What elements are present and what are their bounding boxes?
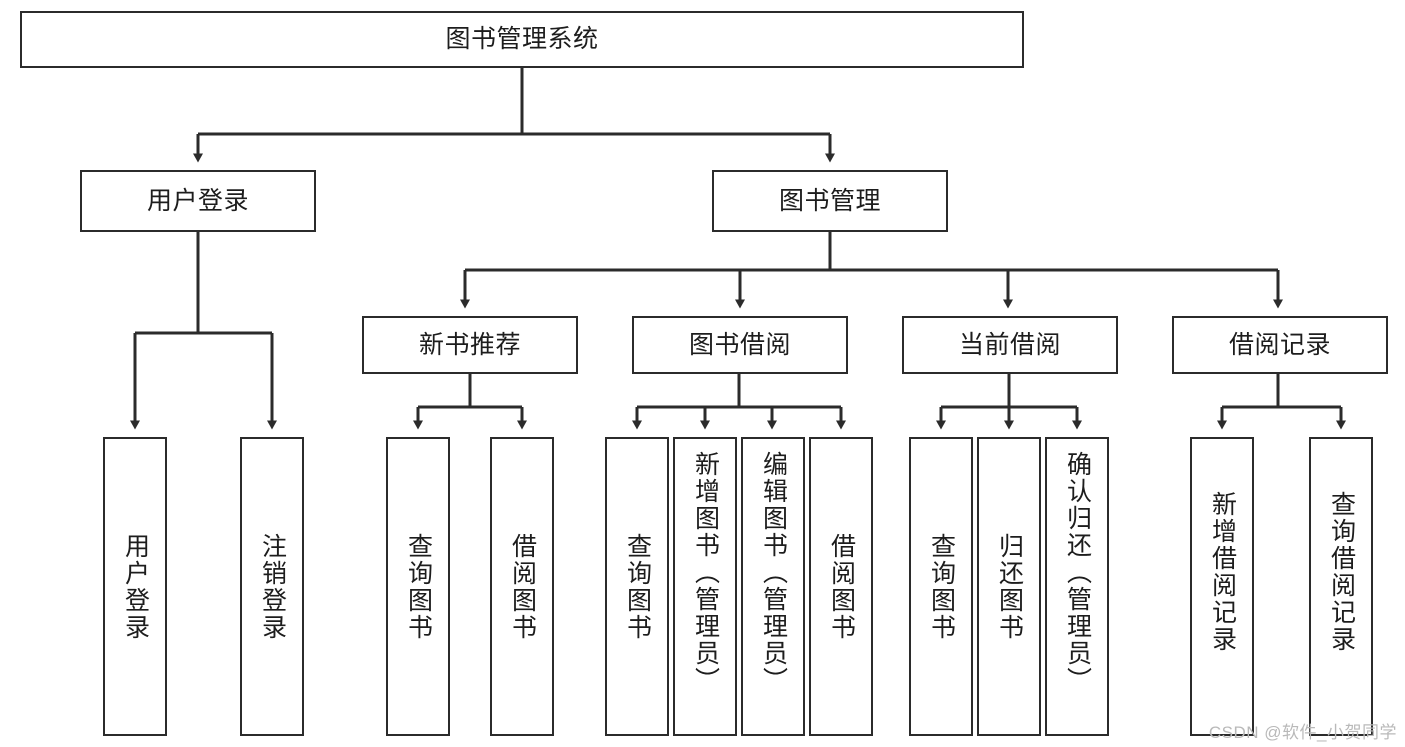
- leaf-current-borrow-return[interactable]: 归还图书: [977, 437, 1041, 736]
- node-label: 图书管理: [778, 186, 881, 215]
- leaf-new-book-borrow[interactable]: 借阅图书: [490, 437, 554, 736]
- leaf-user-login-login[interactable]: 用户登录: [103, 437, 167, 736]
- leaf-current-borrow-confirm[interactable]: 确认归还（管理员）: [1045, 437, 1109, 736]
- leaf-book-borrow-borrow[interactable]: 借阅图书: [809, 437, 873, 736]
- node-new-book-recommend[interactable]: 新书推荐: [362, 316, 578, 374]
- node-borrow-record[interactable]: 借阅记录: [1172, 316, 1388, 374]
- leaf-book-borrow-query[interactable]: 查询图书: [605, 437, 669, 736]
- node-root-system[interactable]: 图书管理系统: [20, 11, 1024, 68]
- node-label: 借阅图书: [508, 533, 537, 641]
- leaf-book-borrow-add[interactable]: 新增图书（管理员）: [673, 437, 737, 736]
- node-label: 当前借阅: [958, 330, 1061, 359]
- node-label: 编辑图书（管理员）: [759, 451, 788, 694]
- node-label: 归还图书: [995, 533, 1024, 641]
- node-label: 查询图书: [927, 533, 956, 641]
- csdn-watermark: CSDN @软件_小贺同学: [1208, 723, 1397, 742]
- node-label: 注销登录: [258, 533, 287, 641]
- node-label: 查询图书: [623, 533, 652, 641]
- node-label: 新增借阅记录: [1208, 491, 1237, 653]
- node-label: 查询借阅记录: [1327, 491, 1356, 653]
- leaf-new-book-query[interactable]: 查询图书: [386, 437, 450, 736]
- node-book-borrow[interactable]: 图书借阅: [632, 316, 848, 374]
- node-book-management[interactable]: 图书管理: [712, 170, 948, 232]
- node-label: 用户登录: [146, 186, 249, 215]
- leaf-current-borrow-query[interactable]: 查询图书: [909, 437, 973, 736]
- leaf-borrow-record-add[interactable]: 新增借阅记录: [1190, 437, 1254, 736]
- node-label: 新增图书（管理员）: [691, 451, 720, 694]
- node-current-borrow[interactable]: 当前借阅: [902, 316, 1118, 374]
- node-label: 图书管理系统: [445, 25, 599, 53]
- node-label: 用户登录: [121, 533, 150, 641]
- node-label: 借阅记录: [1228, 330, 1331, 359]
- node-user-login[interactable]: 用户登录: [80, 170, 316, 232]
- leaf-book-borrow-edit[interactable]: 编辑图书（管理员）: [741, 437, 805, 736]
- node-label: 确认归还（管理员）: [1063, 451, 1092, 694]
- node-label: 查询图书: [404, 533, 433, 641]
- leaf-user-login-logout[interactable]: 注销登录: [240, 437, 304, 736]
- node-label: 新书推荐: [418, 330, 521, 359]
- leaf-borrow-record-query[interactable]: 查询借阅记录: [1309, 437, 1373, 736]
- node-label: 借阅图书: [827, 533, 856, 641]
- node-label: 图书借阅: [688, 330, 791, 359]
